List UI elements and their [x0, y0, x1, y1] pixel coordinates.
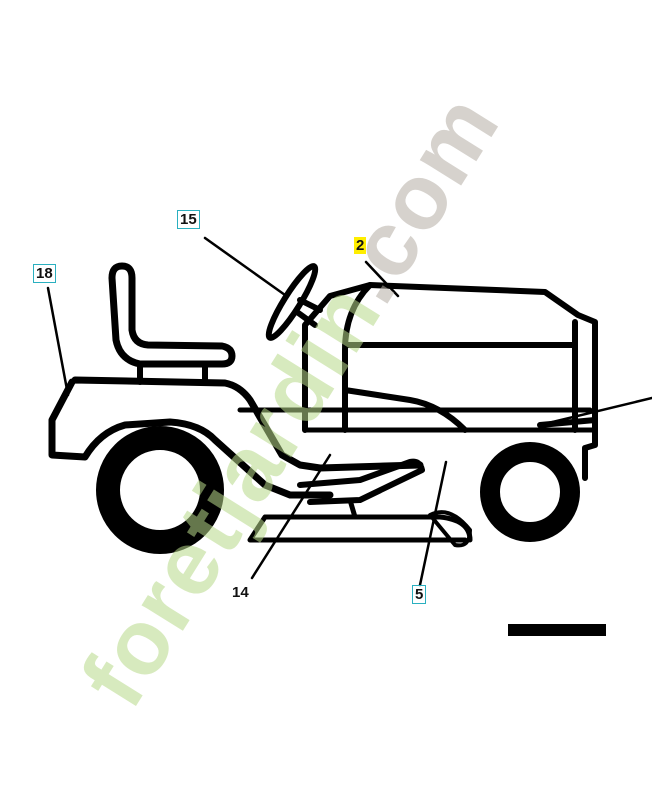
callout-2[interactable]: 2	[354, 237, 367, 254]
callout-15[interactable]: 15	[177, 210, 200, 229]
callout-14[interactable]: 14	[232, 584, 249, 601]
front-wheel	[480, 442, 580, 542]
callout-5[interactable]: 5	[412, 585, 427, 604]
scale-bar	[508, 624, 606, 636]
seat	[108, 262, 236, 368]
steering-column	[294, 297, 323, 328]
callout-18[interactable]: 18	[33, 264, 56, 283]
rear-fender	[48, 376, 424, 499]
steering-wheel	[265, 263, 319, 341]
rear-wheel	[96, 426, 224, 554]
deck-chute	[428, 510, 472, 548]
hood	[342, 282, 598, 481]
leader-lines	[46, 236, 652, 587]
body-frame	[237, 407, 598, 433]
pedal	[297, 458, 425, 505]
mower-deck	[247, 497, 473, 543]
